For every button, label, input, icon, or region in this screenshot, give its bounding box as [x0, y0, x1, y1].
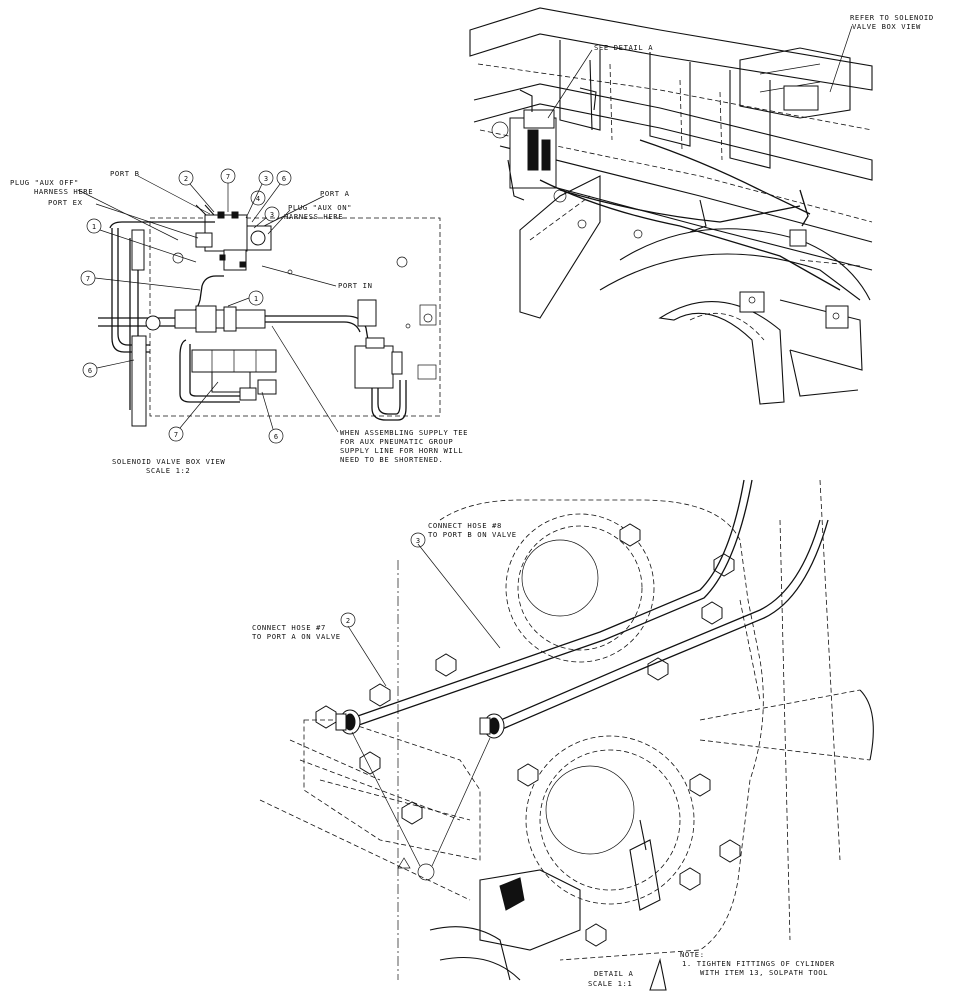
- note-line1: 1. TIGHTEN FITTINGS OF CYLINDER: [682, 959, 835, 968]
- label-refer-2: VALVE BOX VIEW: [852, 22, 921, 31]
- plate-hole: [396, 256, 408, 268]
- solenoid-view-scale: SCALE 1:2: [146, 466, 190, 475]
- hose7-line1: CONNECT HOSE #7: [252, 623, 326, 632]
- label-see-detail-a: SEE DETAIL A: [594, 43, 653, 52]
- solenoid-valve: [195, 204, 272, 271]
- tee-note-3: SUPPLY LINE FOR HORN WILL: [340, 446, 463, 455]
- balloon-label: 1: [254, 295, 258, 303]
- hose7-line2: TO PORT A ON VALVE: [252, 632, 341, 641]
- label-port-in: PORT IN: [338, 281, 373, 290]
- upper-bore: [505, 513, 655, 663]
- bracket-tab: [417, 364, 437, 380]
- note-heading: NOTE:: [680, 950, 705, 959]
- label-plug-aux-on-1: PLUG "AUX ON": [288, 203, 352, 212]
- detail-a-view: 3 2 CONNECT HOSE #8 TO PORT B ON VALVE C…: [252, 479, 874, 991]
- balloon-label: 3: [270, 211, 274, 219]
- label-port-ex: PORT EX: [48, 198, 83, 207]
- solenoid-valve-box-view: 2 7 3 6 4 3 1 1 7 6 7 6: [10, 168, 468, 475]
- balloon-hose8: 3: [416, 537, 420, 545]
- balloon-label: 7: [174, 431, 178, 439]
- plate-hole: [405, 323, 411, 329]
- tee-note-1: WHEN ASSEMBLING SUPPLY TEE: [340, 428, 468, 437]
- hoses: [351, 479, 829, 731]
- solenoid-view-title: SOLENOID VALVE BOX VIEW: [112, 457, 225, 466]
- balloon-label: 3: [264, 175, 268, 183]
- tee-note-2: FOR AUX PNEUMATIC GROUP: [340, 437, 453, 446]
- balloon-label: 7: [86, 275, 90, 283]
- tee-note-4: NEED TO BE SHORTENED.: [340, 455, 443, 464]
- detail-a-scale: SCALE 1:1: [588, 979, 632, 988]
- label-port-a: PORT A: [320, 189, 350, 198]
- balloon-label: 2: [184, 175, 188, 183]
- label-refer-1: REFER TO SOLENOID: [850, 13, 934, 22]
- bolt-heads: [315, 523, 741, 947]
- balloon-hose7: 2: [346, 617, 350, 625]
- lower-bore: [525, 735, 695, 905]
- detail-a-title: DETAIL A: [594, 969, 633, 978]
- balloon-label: 7: [226, 173, 230, 181]
- balloon-label: 6: [274, 433, 278, 441]
- label-plug-aux-off-1: PLUG "AUX OFF": [10, 178, 79, 187]
- plate-hole: [287, 269, 293, 275]
- hose8-line1: CONNECT HOSE #8: [428, 521, 502, 530]
- balloon-label: 6: [282, 175, 286, 183]
- hose8-line2: TO PORT B ON VALVE: [428, 530, 517, 539]
- bracket-tab: [419, 304, 437, 326]
- label-plug-aux-on-2: HARNESS HERE: [284, 212, 343, 221]
- balloon-label: 1: [92, 223, 96, 231]
- label-plug-aux-off-2: HARNESS HERE: [34, 187, 93, 196]
- balloon-label: 4: [256, 195, 260, 203]
- balloon-label: 6: [88, 367, 92, 375]
- regulator: [354, 345, 394, 389]
- isometric-chassis-view: SEE DETAIL A REFER TO SOLENOID VALVE BOX…: [469, 7, 934, 405]
- label-port-b: PORT B: [110, 169, 140, 178]
- plate-hole: [423, 313, 433, 323]
- fittings: [335, 709, 505, 739]
- note-line2: WITH ITEM 13, SOLPATH TOOL: [700, 968, 828, 977]
- item-balloons: 2 7 3 6 4 3 1 1 7 6 7 6: [80, 168, 292, 444]
